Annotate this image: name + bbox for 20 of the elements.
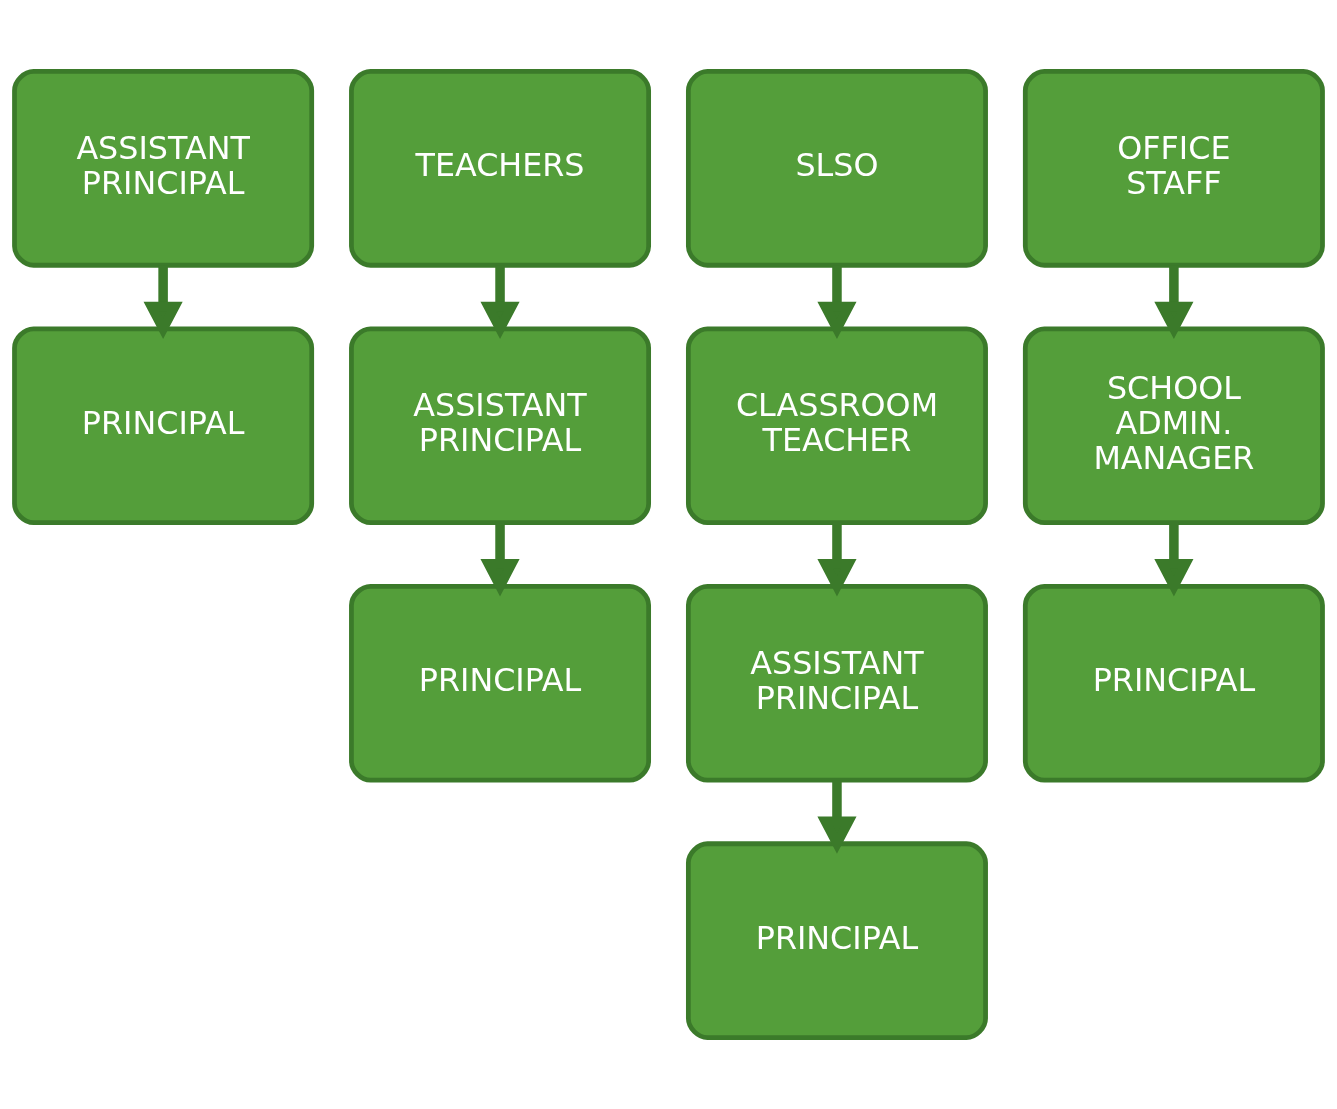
node-box: PRINCIPAL xyxy=(349,583,651,783)
node-box: ASSISTANT PRINCIPAL xyxy=(686,583,988,783)
node-box: ASSISTANT PRINCIPAL xyxy=(12,68,315,268)
node-box: PRINCIPAL xyxy=(686,841,988,1041)
arrow xyxy=(817,780,857,854)
arrow xyxy=(480,522,520,597)
node-box: TEACHERS xyxy=(349,68,651,268)
node-box: PRINCIPAL xyxy=(1022,583,1325,783)
node-box: SCHOOL ADMIN. MANAGER xyxy=(1022,326,1325,526)
node-box: SLSO xyxy=(686,68,988,268)
node-box: CLASSROOM TEACHER xyxy=(686,326,988,526)
node-box: ASSISTANT PRINCIPAL xyxy=(349,326,651,526)
arrow xyxy=(480,265,520,339)
arrow xyxy=(1154,522,1194,597)
node-box: OFFICE STAFF xyxy=(1022,68,1325,268)
arrow xyxy=(1154,265,1194,339)
arrow xyxy=(817,522,857,597)
arrow xyxy=(817,265,857,339)
node-box: PRINCIPAL xyxy=(12,326,315,526)
arrow xyxy=(143,265,183,339)
